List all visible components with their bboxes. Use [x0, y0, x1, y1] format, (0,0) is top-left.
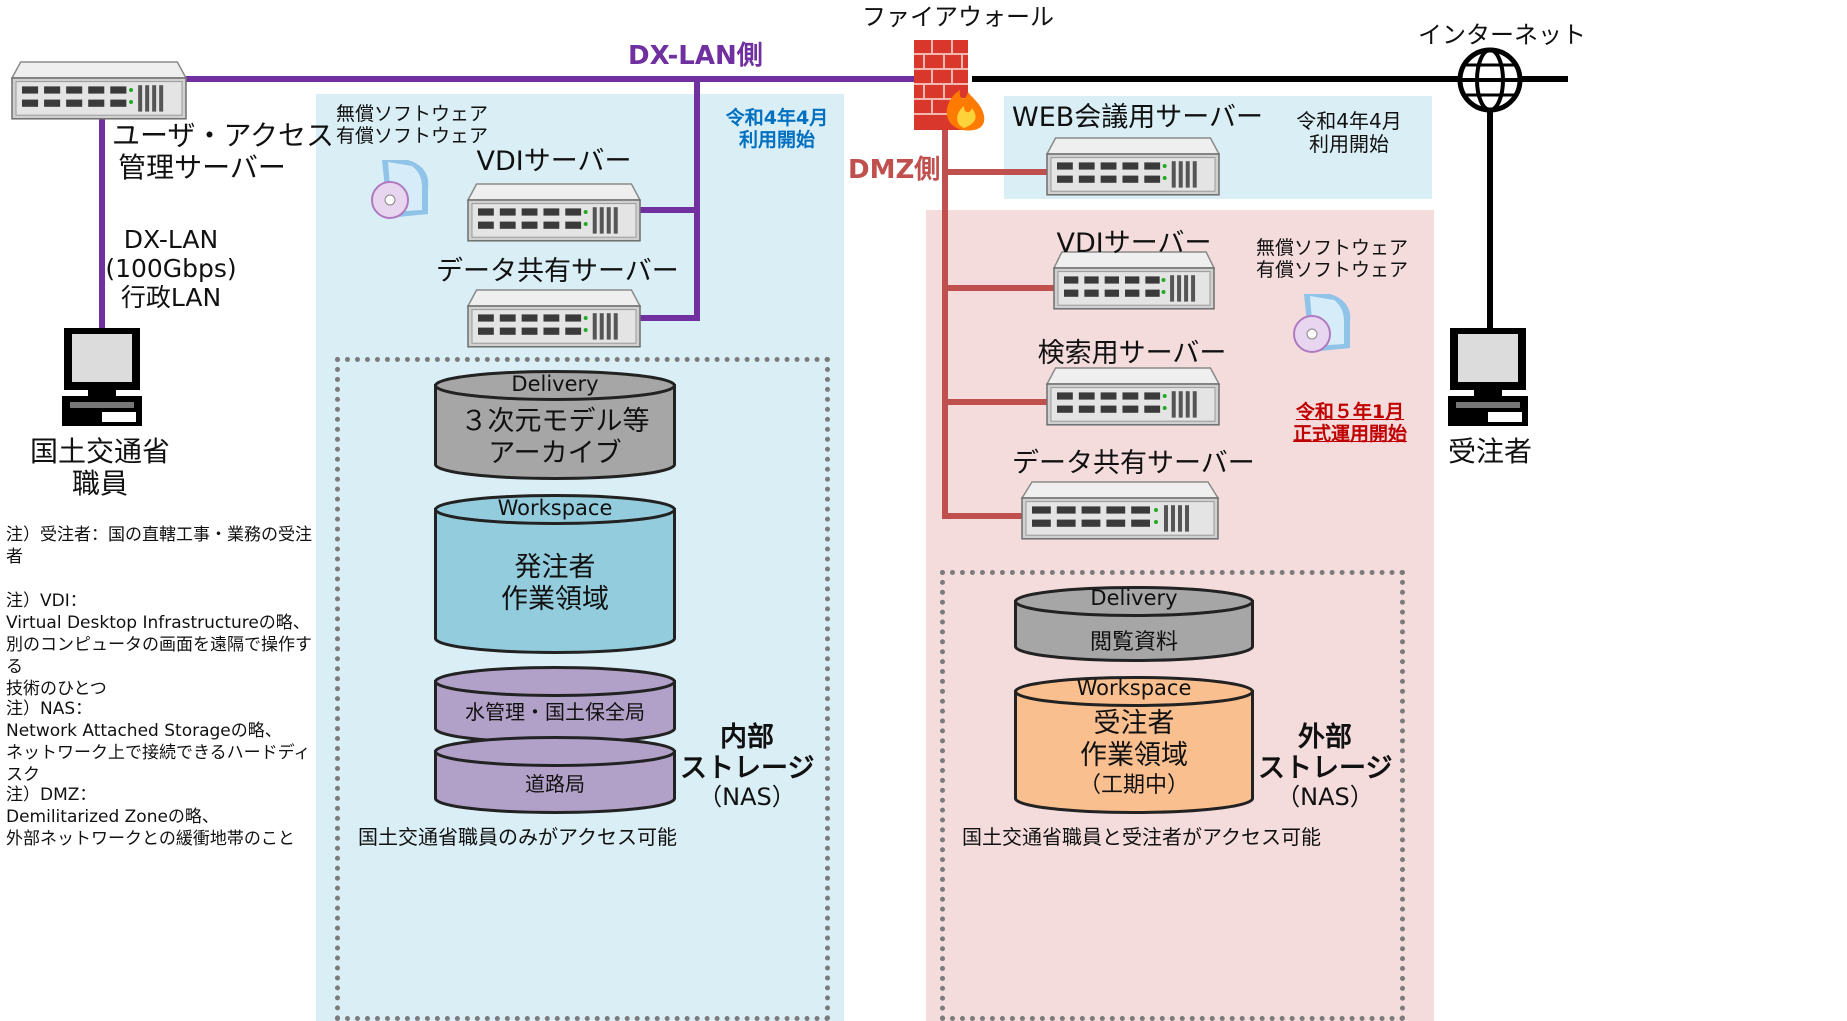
dmz-side-label: DMZ側: [848, 155, 941, 185]
user-access-server: [10, 60, 188, 120]
bureau2-cylinder: 道路局: [434, 736, 676, 814]
staff-pc-icon: [62, 328, 142, 426]
cylinder-body: ３次元モデル等アーカイブ: [460, 406, 650, 470]
mlit-staff-label: 国土交通省職員: [29, 435, 170, 501]
web-conf-server: [1045, 136, 1221, 196]
note-vdi: 注）VDI： Virtual Desktop Infrastructureの略、…: [6, 591, 312, 700]
internal-storage-label: 内部ストレージ （NAS）: [680, 722, 815, 812]
server-icon: [466, 183, 642, 242]
cylinder-body: 道路局: [525, 772, 585, 796]
cylinder-body: 発注者作業領域: [501, 552, 609, 616]
external-storage-box: [940, 570, 1405, 1021]
server-icon: [10, 61, 188, 120]
note-nas: 注）NAS： Network Attached Storageの略、 ネットワー…: [6, 699, 311, 786]
cylinder-shape: [1014, 586, 1254, 662]
internal-storage-box: [335, 357, 830, 1021]
internal-software-label: 無償ソフトウェア有償ソフトウェア: [336, 103, 489, 147]
firewall-label: ファイアウォール: [862, 3, 1054, 31]
internal-workspace-cylinder: Workspace 発注者作業領域: [434, 494, 676, 654]
dx-lan-label: DX-LAN(100Gbps)行政LAN: [105, 225, 237, 312]
web-start-label: 令和4年4月利用開始: [1296, 109, 1402, 156]
software-disc-icon: [371, 160, 429, 219]
software-disc-icon: [1293, 294, 1351, 353]
external-access-label: 国土交通省職員と受注者がアクセス可能: [962, 825, 1321, 849]
note-contractor: 注）受注者：国の直轄工事・業務の受注者: [6, 525, 312, 568]
search-server-label: 検索用サーバー: [1037, 338, 1227, 369]
server-icon: [466, 289, 642, 348]
external-data-share-label: データ共有サーバー: [1012, 448, 1255, 479]
internal-start-label: 令和4年4月利用開始: [725, 107, 829, 151]
server-icon: [1045, 137, 1221, 196]
internal-access-label: 国土交通省職員のみがアクセス可能: [358, 825, 677, 849]
cylinder-shape: [1014, 676, 1254, 814]
external-vdi-label: VDIサーバー: [1056, 228, 1212, 259]
cylinder-header: Workspace: [1076, 676, 1192, 700]
globe-icon: [1457, 47, 1523, 113]
dx-lan-vdi-link: [639, 76, 700, 321]
cylinder-body: 受注者作業領域 （工期中）: [1078, 708, 1189, 798]
cylinder-header: Delivery: [1090, 586, 1178, 610]
user-access-server-label: ユーザ・アクセス管理サーバー: [112, 119, 335, 185]
external-storage-label: 外部ストレージ （NAS）: [1258, 722, 1393, 812]
contractor-label: 受注者: [1448, 435, 1533, 468]
external-data-share-server: [1020, 480, 1220, 540]
bureau1-cylinder: 水管理・国土保全局: [434, 666, 676, 744]
web-conf-server-label: WEB会議用サーバー: [1012, 102, 1264, 133]
server-icon: [1045, 367, 1221, 426]
internal-vdi-label: VDIサーバー: [476, 146, 632, 177]
external-software-label: 無償ソフトウェア有償ソフトウェア: [1256, 237, 1409, 281]
cylinder-shape: [434, 370, 676, 480]
cylinder-shape: [434, 736, 676, 814]
internal-delivery-cylinder: Delivery ３次元モデル等アーカイブ: [434, 370, 676, 480]
cylinder-body: 閲覧資料: [1089, 630, 1178, 655]
dx-lan-side-label: DX-LAN側: [628, 41, 763, 71]
server-icon: [1020, 481, 1220, 540]
cylinder-shape: [434, 666, 676, 744]
internal-data-share-label: データ共有サーバー: [436, 256, 679, 287]
external-vdi-server: [1052, 250, 1216, 310]
cylinder-header: Delivery: [511, 372, 599, 396]
server-icon: [1052, 251, 1216, 310]
internal-data-share-server: [466, 288, 642, 348]
cylinder-header: Workspace: [497, 496, 613, 520]
internal-vdi-server: [466, 182, 642, 242]
external-start-label: 令和５年1月正式運用開始: [1292, 401, 1407, 445]
contractor-pc-icon: [1448, 328, 1528, 426]
dmz-line: [942, 117, 1058, 519]
cylinder-shape: [434, 494, 676, 654]
firewall-icon: [914, 40, 985, 131]
internet-label: インターネット: [1418, 21, 1586, 49]
search-server: [1045, 366, 1221, 426]
note-dmz: 注）DMZ： Demilitarized Zoneの略、 外部ネットワークとの緩…: [6, 785, 295, 850]
external-delivery-cylinder: Delivery 閲覧資料: [1014, 586, 1254, 662]
cylinder-body: 水管理・国土保全局: [465, 700, 645, 724]
external-workspace-cylinder: Workspace 受注者作業領域 （工期中）: [1014, 676, 1254, 814]
